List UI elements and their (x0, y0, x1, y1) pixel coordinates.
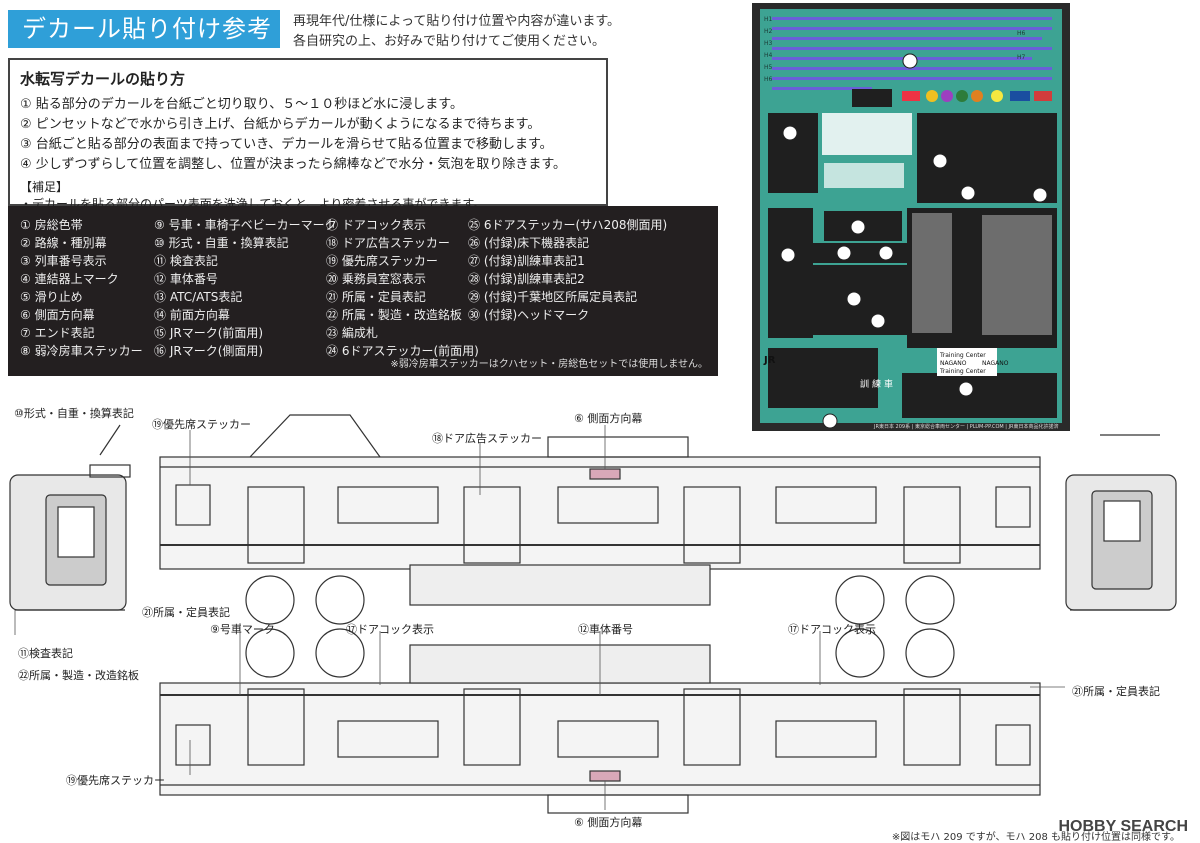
legend-item: ⑨ 号車・車椅子ベビーカーマーク (154, 218, 337, 232)
instruction-step: ④ 少しずつずらして位置を調整し、位置が決まったら綿棒などで水分・気泡を取り除き… (20, 157, 567, 172)
legend-item: ㉗ (付録)訓練車表記1 (468, 254, 585, 268)
footnote: ※図はモハ 209 ですが、モハ 208 も貼り付け位置は同様です。 (891, 832, 1180, 843)
diagram-label: ⑫車体番号 (578, 623, 633, 636)
kunren-char: 訓 (860, 378, 869, 390)
leader-lines (14, 425, 1065, 810)
decal-sheet-image: H1 H2 H3 H4 H5 H6 H6 H7 (752, 3, 1070, 431)
decal-line-label: H6 (764, 76, 773, 83)
legend-item: ㉚ (付録)ヘッドマーク (468, 308, 590, 322)
supplement-label: 【補足】 (20, 180, 69, 194)
legend-item: ⑤ 滑り止め (20, 290, 83, 304)
kunren-char: 練 (872, 378, 881, 390)
training-text: NAGANO (982, 360, 1009, 367)
legend-item: ㉕ 6ドアステッカー(サハ208側面用) (468, 218, 668, 232)
colorful-marks (902, 90, 1052, 102)
training-text: Training Center (939, 368, 986, 375)
legend-item: ⑫ 車体番号 (154, 272, 218, 286)
legend-item: ⑦ エンド表記 (20, 326, 95, 340)
diagram-label: ㉑所属・定員表記 (142, 606, 230, 619)
diagram-label: ㉑所属・定員表記 (1072, 685, 1160, 698)
diagram-label: ⑪検査表記 (18, 647, 73, 660)
legend-item: ⑲ 優先席ステッカー (326, 254, 438, 268)
legend-item: ㉖ (付録)床下機器表記 (468, 236, 590, 250)
training-text: Training Center (939, 352, 986, 359)
instruction-step: ① 貼る部分のデカールを台紙ごと切り取り、５～１０秒ほど水に浸します。 (20, 97, 463, 112)
instructions-title: 水転写デカールの貼り方 (20, 70, 186, 88)
legend-item: ㉑ 所属・定員表記 (326, 290, 426, 304)
legend-item: ② 路線・種別幕 (20, 236, 107, 250)
decal-line-label: H5 (764, 64, 773, 71)
diagram-label: ⑥ 側面方向幕 (574, 816, 643, 829)
legend-column-3: ⑰ ドアコック表示 ⑱ ドア広告ステッカー ⑲ 優先席ステッカー ⑳ 乗務員室窓… (326, 216, 479, 360)
diagram-label: ⑱ドア広告ステッカー (432, 432, 542, 445)
header-note-line1: 再現年代/仕様によって貼り付け位置や内容が違います。 (293, 14, 621, 29)
instructions-box: 水転写デカールの貼り方 ① 貼る部分のデカールを台紙ごと切り取り、５～１０秒ほど… (8, 58, 608, 211)
legend-item: ⑰ ドアコック表示 (326, 218, 426, 232)
front-view-right (1065, 434, 1177, 611)
header-note: 再現年代/仕様によって貼り付け位置や内容が違います。 各自研究の上、お好みで貼り… (293, 12, 620, 52)
legend-column-2: ⑨ 号車・車椅子ベビーカーマーク ⑩ 形式・自重・換算表記 ⑪ 検査表記 ⑫ 車… (154, 216, 337, 360)
legend-item: ㉒ 所属・製造・改造銘板 (326, 308, 462, 322)
decal-line-label: H6 (1017, 30, 1026, 37)
legend-item: ⑯ JRマーク(側面用) (154, 344, 264, 358)
stripe-decals (772, 17, 1052, 90)
diagram-label: ⑲優先席ステッカー (66, 774, 165, 787)
legend-column-1: ① 房総色帯 ② 路線・種別幕 ③ 列車番号表示 ④ 連結器上マーク ⑤ 滑り止… (20, 216, 143, 360)
train-diagram (9, 414, 1177, 814)
page-title: デカール貼り付け参考 (8, 10, 280, 48)
instruction-step: ② ピンセットなどで水から引き上げ、台紙からデカールが動くようになるまで待ちます… (20, 117, 541, 132)
legend-item: ⑧ 弱冷房車ステッカー (20, 344, 143, 358)
diagram-label: ⑰ドアコック表示 (788, 623, 876, 636)
decal-line-label: H2 (764, 28, 773, 35)
decal-line-label: H1 (764, 16, 773, 23)
legend-item: ③ 列車番号表示 (20, 254, 107, 268)
diagram-label: ㉒所属・製造・改造銘板 (18, 669, 139, 682)
jr-mark: JR (763, 355, 776, 366)
legend-item: ① 房総色帯 (20, 218, 83, 232)
legend-note: ※弱冷房車ステッカーはクハセット・房総色セットでは使用しません。 (390, 359, 708, 370)
sheet-number-badges (780, 53, 1048, 429)
kunren-char: 車 (884, 378, 893, 390)
instruction-step: ③ 台紙ごと貼る部分の表面まで持っていき、デカールを滑らせて貼る位置まで移動しま… (20, 137, 553, 152)
legend-item: ⑭ 前面方向幕 (154, 308, 230, 322)
legend-item: ㉓ 編成札 (326, 326, 378, 340)
decal-line-label: H7 (1017, 54, 1026, 61)
decal-sheet-footer: JR東日本 209系 | 東京総合車両センター | PLUM-PP.COM | … (873, 423, 1059, 430)
legend-item: ⑩ 形式・自重・換算表記 (154, 236, 289, 250)
car-side-upper (159, 414, 1041, 625)
diagram-label: ⑥ 側面方向幕 (574, 412, 643, 425)
legend-item: ⑪ 検査表記 (154, 254, 218, 268)
legend-item: ④ 連結器上マーク (20, 272, 119, 286)
legend-item: ⑬ ATC/ATS表記 (154, 290, 243, 304)
legend-item: ㉙ (付録)千葉地区所属定員表記 (468, 290, 638, 304)
front-view-left (9, 424, 131, 611)
legend-item: ⑳ 乗務員室窓表示 (326, 272, 426, 286)
decal-white-text-blocks (822, 113, 1052, 376)
decal-legend: ① 房総色帯 ② 路線・種別幕 ③ 列車番号表示 ④ 連結器上マーク ⑤ 滑り止… (8, 206, 718, 376)
legend-item: ⑮ JRマーク(前面用) (154, 326, 264, 340)
legend-item: ㉔ 6ドアステッカー(前面用) (326, 344, 479, 358)
car-side-lower (159, 628, 1041, 814)
watermark-logo: HOBBY SEARCH (1058, 818, 1189, 835)
legend-item: ⑥ 側面方向幕 (20, 308, 95, 322)
decal-line-label: H4 (764, 52, 773, 59)
training-text: NAGANO (940, 360, 967, 367)
decal-line-label: H3 (764, 40, 773, 47)
header-note-line2: 各自研究の上、お好みで貼り付けてご使用ください。 (293, 34, 606, 49)
decal-sheet-svg: H1 H2 H3 H4 H5 H6 H6 H7 (760, 9, 1062, 430)
legend-item: ㉘ (付録)訓練車表記2 (468, 272, 585, 286)
diagram-label: ⑲優先席ステッカー (152, 418, 251, 431)
legend-column-4: ㉕ 6ドアステッカー(サハ208側面用) ㉖ (付録)床下機器表記 ㉗ (付録)… (468, 216, 667, 324)
legend-item: ⑱ ドア広告ステッカー (326, 236, 450, 250)
diagram-label: ⑩形式・自重・換算表記 (14, 407, 134, 420)
diagram-label: ⑰ドアコック表示 (346, 623, 434, 636)
diagram-label: ⑨号車マーク (210, 623, 275, 636)
